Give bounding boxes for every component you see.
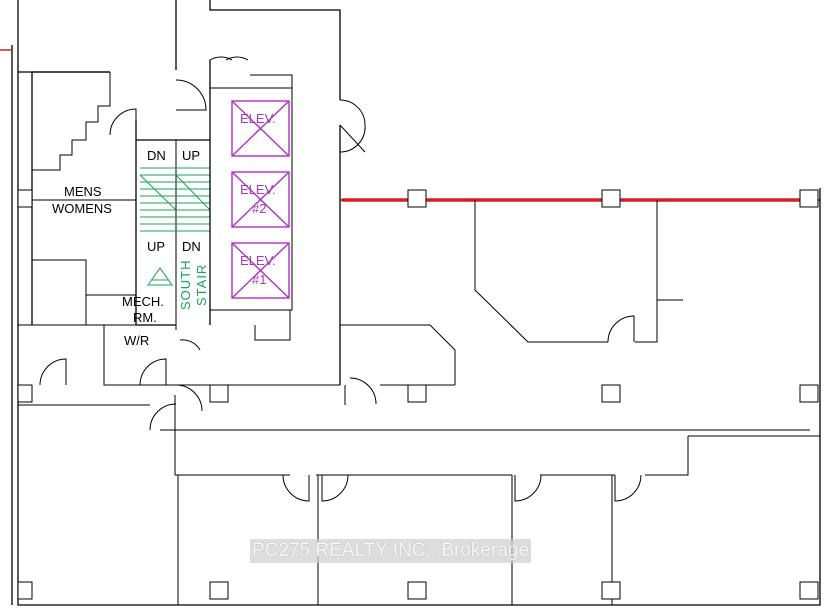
label-elev-2-num: #2 xyxy=(252,201,266,216)
label-elev-1-num: #1 xyxy=(252,272,266,287)
washroom-block xyxy=(18,71,176,386)
columns xyxy=(17,189,819,600)
label-stair: STAIR xyxy=(194,264,209,306)
room-labels: MENS WOMENS DN UP UP DN MECH. RM. W/R SO… xyxy=(52,111,276,348)
doors xyxy=(39,56,642,502)
label-wr: W/R xyxy=(124,333,149,348)
label-up-bottom: UP xyxy=(147,239,165,254)
label-elev-2: ELEV. xyxy=(240,182,276,197)
watermark: PC275 REALTY INC., Brokerage xyxy=(250,539,532,563)
stair-well xyxy=(136,139,211,330)
label-south: SOUTH xyxy=(178,260,193,311)
label-elev-3: ELEV. xyxy=(240,111,276,126)
label-mens: MENS xyxy=(64,184,102,199)
label-elev-1: ELEV. xyxy=(240,253,276,268)
label-up-top: UP xyxy=(182,148,200,163)
label-mech: MECH. xyxy=(122,294,164,309)
label-dn-top: DN xyxy=(147,148,166,163)
label-womens: WOMENS xyxy=(52,201,112,216)
label-dn-bottom: DN xyxy=(182,239,201,254)
office-interior xyxy=(339,124,683,343)
label-rm: RM. xyxy=(133,310,157,325)
elevator-core xyxy=(209,60,293,341)
